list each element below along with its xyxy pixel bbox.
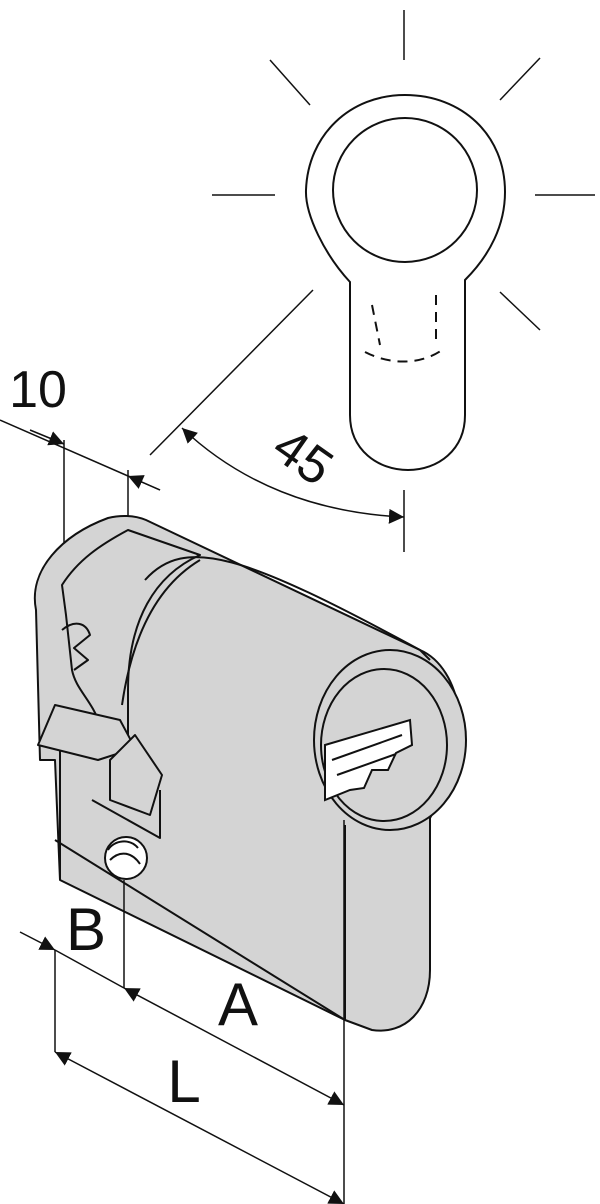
- dimension-label-45: 45: [262, 417, 343, 498]
- dimension-label-b: B: [66, 896, 106, 963]
- dimension-45: [181, 427, 405, 524]
- lock-cylinder-body: [33, 514, 462, 1032]
- dimension-l: [54, 950, 345, 1204]
- dimension-label-l: L: [167, 1048, 200, 1115]
- dimension-label-10: 10: [9, 361, 67, 419]
- front-keyway: [313, 649, 467, 831]
- cylinder-profile: [304, 93, 507, 472]
- dimension-b: [19, 880, 125, 989]
- dimension-label-a: A: [218, 971, 258, 1038]
- profile-rays: [149, 10, 595, 552]
